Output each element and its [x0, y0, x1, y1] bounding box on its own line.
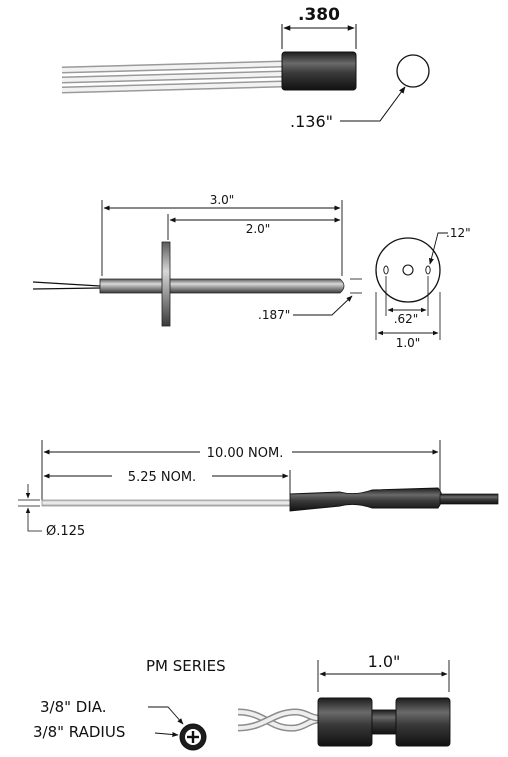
drawing-3-lead-out	[439, 493, 499, 505]
drawing-3-sheath-length-label: 5.25 NOM.	[128, 470, 196, 485]
drawing-4-neck	[371, 709, 397, 735]
drawing-1-diameter-label: .136"	[290, 112, 333, 131]
drawing-2-overall-length-label: 3.0"	[210, 193, 235, 207]
drawing-4-screw-head-icon	[179, 723, 207, 751]
drawing-2-hole-diameter-label: .12"	[446, 226, 471, 240]
drawing-3-diameter-label: Ø.125	[46, 524, 85, 539]
drawing-2-flange-probe: 3.0" 2.0" .187" .12" .62" 1.0"	[32, 193, 471, 350]
drawing-4-dia-label: 3/8" DIA.	[40, 698, 107, 716]
drawing-4-body-left	[317, 697, 373, 747]
drawing-2-hole-spacing-label: .62"	[394, 312, 419, 326]
drawing-4-radius-label: 3/8" RADIUS	[33, 723, 125, 741]
drawing-4-body-right	[395, 697, 451, 747]
drawing-3-sheathed-probe: 10.00 NOM. 5.25 NOM. Ø.125	[18, 440, 499, 539]
drawing-2-flange	[161, 241, 171, 327]
drawing-1-length-label: .380	[298, 5, 340, 25]
drawing-4-pm-series: PM SERIES 1.0" 3/8" DIA. 3/8" RADIUS	[33, 652, 451, 751]
drawing-3-overall-length-label: 10.00 NOM.	[207, 446, 284, 461]
drawing-2-flange-diameter-label: 1.0"	[396, 336, 421, 350]
drawing-1-end-view	[396, 54, 430, 88]
drawing-2-probe-tube	[99, 278, 345, 294]
drawing-2-probe-diameter-label: .187"	[258, 308, 290, 322]
drawing-4-length-label: 1.0"	[368, 652, 401, 671]
drawing-2-center-hole	[402, 264, 414, 276]
drawing-4-series-label: PM SERIES	[146, 657, 226, 675]
drawing-1-lead-wires	[61, 60, 283, 94]
drawing-2-mount-hole-right	[425, 265, 431, 275]
drawing-3-transition-handle	[289, 487, 443, 512]
drawing-2-insertion-length-label: 2.0"	[246, 222, 271, 236]
drawing-4-twisted-leads	[237, 708, 319, 732]
drawing-1-sensor-body	[281, 51, 357, 91]
drawing-3-sheath	[41, 499, 293, 507]
drawing-2-mount-hole-left	[383, 265, 389, 275]
drawing-1-sensor: .380 .136"	[61, 5, 430, 131]
